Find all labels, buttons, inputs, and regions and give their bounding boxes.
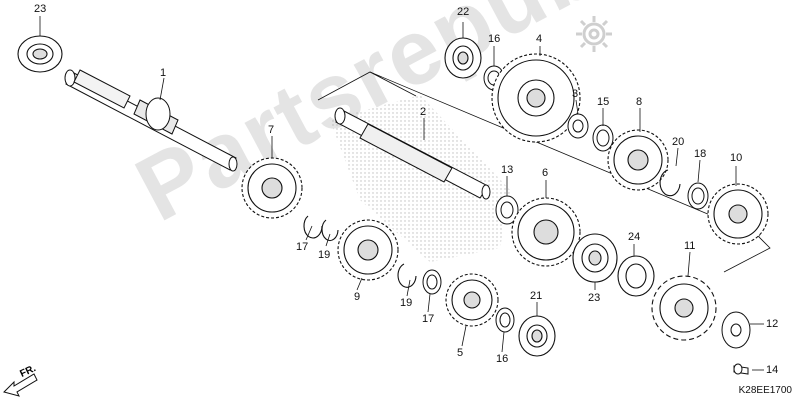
callout-22: 22 [457, 6, 470, 18]
callout-17a: 17 [296, 241, 309, 253]
callout-5: 5 [457, 347, 464, 359]
callout-20: 20 [672, 136, 685, 148]
callout-17b: 17 [422, 313, 435, 325]
callout-23b: 23 [588, 292, 601, 304]
circlip-19b [397, 263, 417, 288]
callout-19a: 19 [318, 249, 331, 261]
washer-15 [592, 124, 614, 152]
callout-21: 21 [530, 290, 543, 302]
callout-14: 14 [766, 364, 779, 376]
callout-2: 2 [420, 106, 427, 118]
callout-23a: 23 [34, 3, 47, 15]
washer-18 [687, 182, 709, 210]
callout-10: 10 [730, 152, 743, 164]
mainshaft-1 [64, 69, 238, 172]
callout-16b: 16 [496, 353, 509, 365]
bearing-22 [444, 37, 482, 79]
callout-9: 9 [354, 291, 361, 303]
gear-icon [576, 16, 612, 52]
washer-17b [422, 269, 442, 295]
callout-7: 7 [268, 124, 275, 136]
sprocket-11 [651, 275, 717, 341]
callout-18: 18 [694, 148, 707, 160]
gear-9 [337, 219, 399, 281]
bearing-21 [518, 315, 556, 357]
oil-seal-24 [617, 255, 655, 297]
bearing-23b [572, 233, 618, 283]
callout-1: 1 [160, 67, 167, 79]
bushing-3 [567, 113, 589, 139]
leader-lines [39, 16, 764, 371]
countershaft-2 [334, 107, 491, 200]
callout-15: 15 [597, 96, 610, 108]
gear-5 [445, 273, 499, 327]
circlip-17a [303, 215, 323, 239]
callout-8: 8 [636, 96, 643, 108]
arrow-left-down-icon [3, 373, 38, 397]
circlip-20 [659, 169, 681, 197]
callout-24: 24 [628, 231, 641, 243]
callout-16a: 16 [488, 33, 501, 45]
callout-4: 4 [536, 33, 543, 45]
bearing-23a [17, 35, 63, 73]
callout-11: 11 [684, 240, 696, 252]
callout-19b: 19 [400, 297, 413, 309]
catalog-code: K28EE1700 [738, 385, 792, 396]
gear-6 [511, 197, 581, 267]
circlip-19a [321, 219, 339, 242]
washer-16b [495, 307, 515, 333]
gear-7 [241, 157, 303, 219]
callout-12: 12 [766, 318, 779, 330]
lock-plate-12 [721, 311, 751, 349]
gear-8 [607, 129, 669, 191]
gear-10 [707, 183, 769, 245]
bolt-14 [733, 363, 749, 375]
callout-3: 3 [572, 88, 579, 100]
gear-4 [491, 53, 581, 143]
callout-6: 6 [542, 167, 549, 179]
callout-13: 13 [501, 164, 514, 176]
